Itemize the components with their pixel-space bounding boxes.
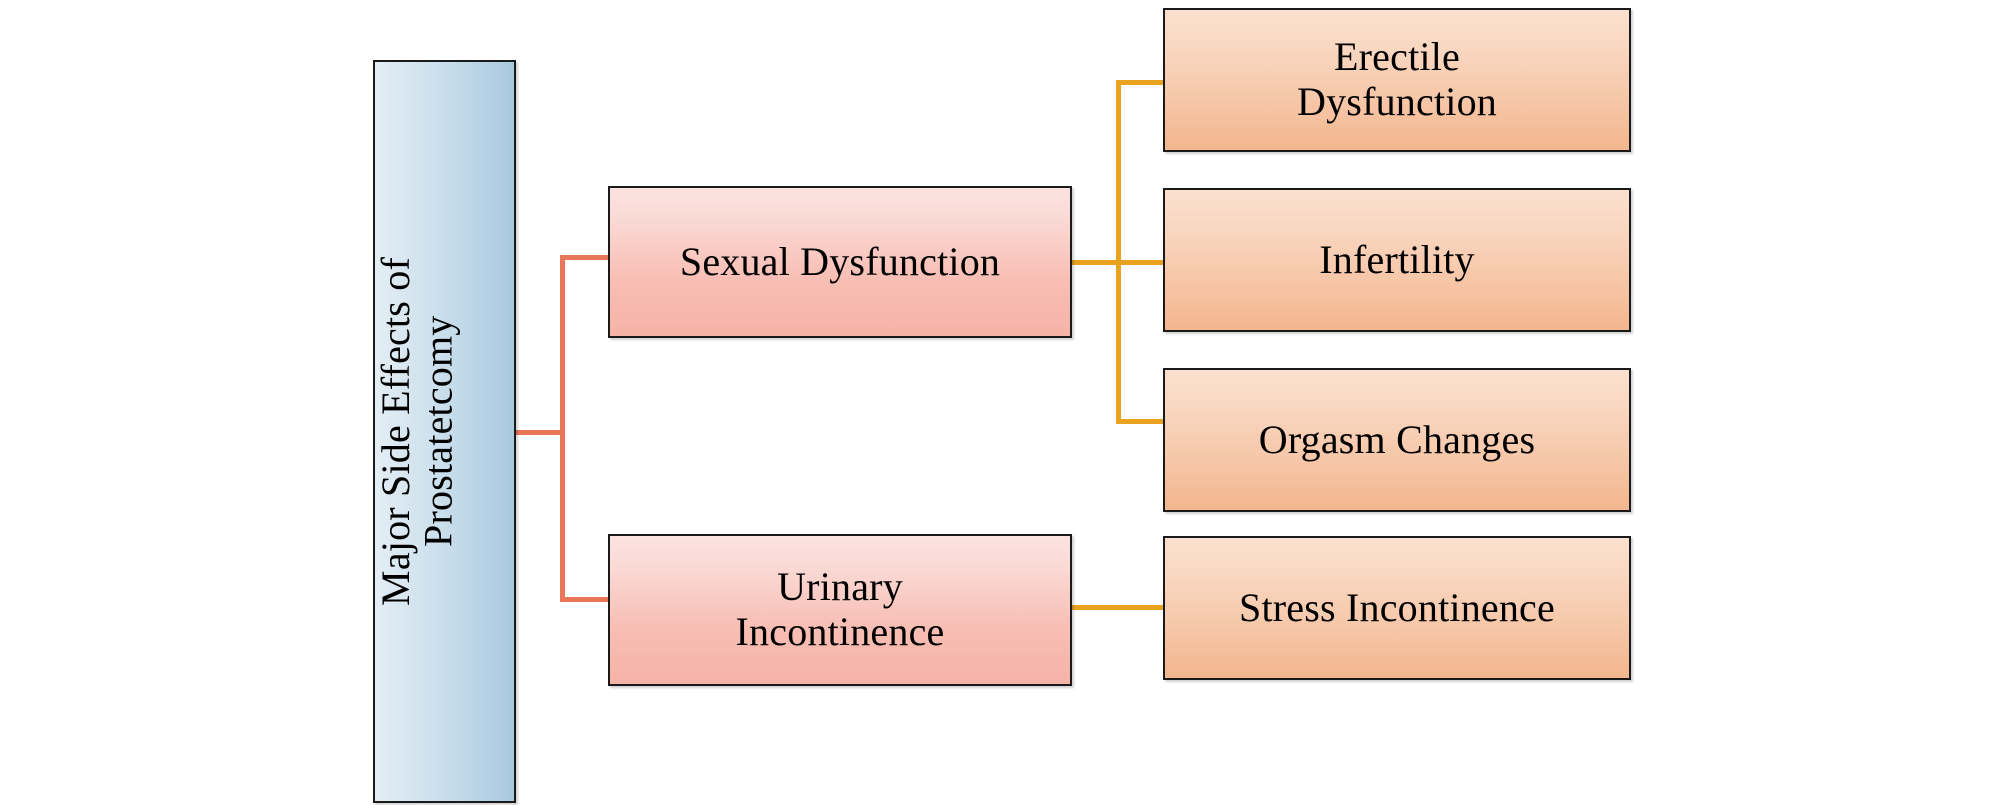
node-erectile-dysfunction[interactable]: Erectile Dysfunction xyxy=(1163,8,1631,152)
connector-sexual-dysfunction-trunk xyxy=(1116,80,1121,424)
node-orgasm-changes-label: Orgasm Changes xyxy=(1258,416,1536,462)
connector-root-to-urinary-incontinence xyxy=(560,597,610,602)
node-sexual-dysfunction-label: Sexual Dysfunction xyxy=(679,238,1001,284)
node-sexual-dysfunction[interactable]: Sexual Dysfunction xyxy=(608,186,1072,338)
connector-root-trunk xyxy=(560,255,565,602)
connector-to-orgasm-changes xyxy=(1116,419,1166,424)
connector-root-stub xyxy=(515,430,565,435)
connector-to-erectile-dysfunction xyxy=(1116,80,1166,85)
node-root-major-side-effects[interactable]: Major Side Effects of Prostatetcomy xyxy=(373,60,516,803)
node-infertility[interactable]: Infertility xyxy=(1163,188,1631,332)
node-erectile-dysfunction-label: Erectile Dysfunction xyxy=(1297,34,1497,124)
connector-to-infertility xyxy=(1116,260,1166,265)
node-root-label: Major Side Effects of Prostatetcomy xyxy=(373,257,461,606)
node-urinary-incontinence-label: Urinary Incontinence xyxy=(735,564,945,654)
node-urinary-incontinence[interactable]: Urinary Incontinence xyxy=(608,534,1072,686)
connector-root-to-sexual-dysfunction xyxy=(560,255,610,260)
node-stress-incontinence[interactable]: Stress Incontinence xyxy=(1163,536,1631,680)
node-infertility-label: Infertility xyxy=(1319,236,1475,282)
connector-sexual-dysfunction-stub xyxy=(1071,260,1121,265)
node-orgasm-changes[interactable]: Orgasm Changes xyxy=(1163,368,1631,512)
node-stress-incontinence-label: Stress Incontinence xyxy=(1239,584,1555,630)
connector-to-stress-incontinence xyxy=(1071,605,1166,610)
